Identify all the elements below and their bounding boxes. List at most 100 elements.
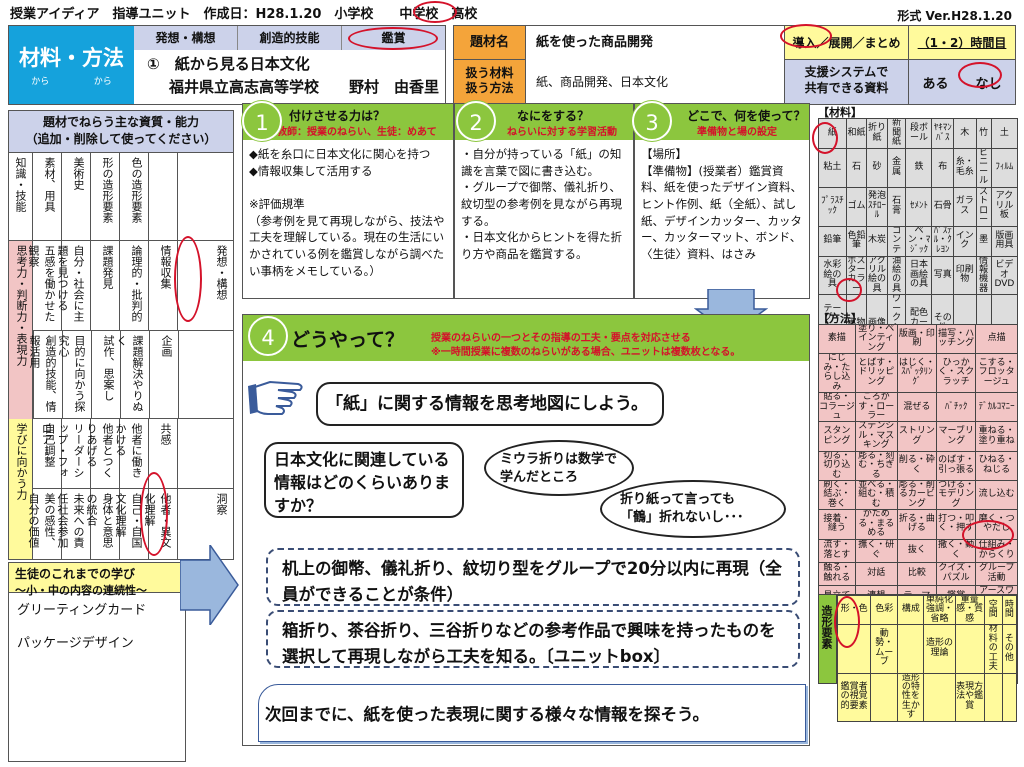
zoukei-cell[interactable]: 単純化強調・省略 <box>923 594 956 626</box>
material-cell[interactable]: 日本画絵の具 <box>905 255 933 296</box>
zoukei-cell[interactable]: 鑑賞者の視覚的要素 <box>836 672 872 722</box>
method-cell[interactable]: 流す・落とす <box>818 538 856 563</box>
material-cell[interactable]: 紙 <box>818 118 847 149</box>
method-cell[interactable]: クイズ・パズル <box>935 561 977 586</box>
tab-hassou[interactable]: 発想・構想 <box>134 26 238 50</box>
method-cell[interactable]: 触る・触れる <box>818 561 856 586</box>
method-cell[interactable]: はじく・ｽﾊﾟｯﾀﾘﾝｸﾞ <box>896 353 938 394</box>
method-cell[interactable]: ひねる・ねじる <box>975 450 1018 482</box>
method-cell[interactable]: マーブリング <box>935 421 977 452</box>
material-cell[interactable]: 糸・毛糸 <box>953 148 977 188</box>
material-cell[interactable]: 水彩絵の具 <box>818 255 847 296</box>
method-cell[interactable]: 打つ・叩く・押す <box>935 509 977 540</box>
material-cell[interactable]: 写真 <box>931 255 954 296</box>
material-cell[interactable]: ゴム <box>845 186 868 227</box>
material-cell[interactable]: 版画用具 <box>990 225 1019 257</box>
material-cell[interactable]: コンテ <box>886 225 907 257</box>
method-cell[interactable]: かためる・まるめる <box>854 509 898 540</box>
zoukei-cell[interactable] <box>923 672 956 722</box>
method-cell[interactable]: とばす・ドリッピング <box>854 353 898 394</box>
method-cell[interactable]: こする・フロッタージュ <box>975 353 1018 394</box>
method-cell[interactable]: 折る・曲げる <box>896 509 938 540</box>
zoukei-cell[interactable]: 重量感・質感 <box>954 594 985 626</box>
material-cell[interactable]: 土 <box>990 118 1019 149</box>
method-cell[interactable]: 彫る・削るカービング <box>896 479 938 511</box>
material-cell[interactable]: 石骨 <box>931 186 954 227</box>
method-cell[interactable]: グループ活動 <box>975 561 1018 586</box>
zoukei-cell[interactable]: 色彩 <box>870 594 899 626</box>
material-cell[interactable]: 金属 <box>886 148 907 188</box>
method-cell[interactable]: ﾊﾞﾁｯｸ <box>935 392 977 423</box>
method-cell[interactable]: ﾃﾞｶﾙｺﾏﾆｰ <box>975 392 1018 423</box>
material-cell[interactable]: 印刷物 <box>953 255 977 296</box>
material-cell[interactable]: ポスターカラー <box>845 255 868 296</box>
material-cell[interactable]: 布 <box>931 148 954 188</box>
material-cell[interactable]: ｾﾒﾝﾄ <box>905 186 933 227</box>
method-cell[interactable]: ひっかく・スクラッチ <box>935 353 977 394</box>
material-cell[interactable]: ﾊﾟｽﾃﾙ・ｸﾚﾖﾝ <box>931 225 954 257</box>
material-cell[interactable]: ストロー <box>975 186 992 227</box>
zoukei-cell[interactable] <box>897 624 925 674</box>
material-cell[interactable]: 油絵の具 <box>886 255 907 296</box>
method-cell[interactable]: 貼る・コラージュ <box>818 392 856 423</box>
method-cell[interactable]: 接着・縫う <box>818 509 856 540</box>
zoukei-cell[interactable]: 造形の特性を生かす <box>897 672 925 722</box>
material-cell[interactable]: 竹 <box>975 118 992 149</box>
material-cell[interactable]: ガラス <box>953 186 977 227</box>
method-cell[interactable]: 切る・切り込む <box>818 450 856 482</box>
zoukei-cell[interactable] <box>954 624 985 674</box>
tab-kanshou[interactable]: 鑑賞 <box>381 31 406 45</box>
material-cell[interactable]: ペン・ﾏｼﾞｯｸ <box>905 225 933 257</box>
material-cell[interactable]: ビデオDVD <box>990 255 1019 296</box>
material-cell[interactable]: アクリル絵の具 <box>866 255 888 296</box>
material-cell[interactable]: 粘土 <box>818 148 847 188</box>
material-cell[interactable]: 木 <box>953 118 977 149</box>
method-cell[interactable]: のばす・引っ張る <box>935 450 977 482</box>
zoukei-cell[interactable]: 動勢・ムーブ <box>870 624 899 674</box>
zoukei-cell[interactable]: 表現方法や鑑賞 <box>954 672 985 722</box>
method-cell[interactable]: 素描 <box>818 323 856 355</box>
material-cell[interactable]: 木炭 <box>866 225 888 257</box>
material-cell[interactable]: ビニール <box>975 148 992 188</box>
material-cell[interactable]: 新聞紙 <box>886 118 907 149</box>
zoukei-cell[interactable]: 空間 <box>983 594 1003 626</box>
tab-souzou[interactable]: 創造的技能 <box>238 26 342 50</box>
method-cell[interactable]: ステンシル・マスキング <box>854 421 898 452</box>
material-cell[interactable]: 石 <box>845 148 868 188</box>
zoukei-cell[interactable]: 構成 <box>897 594 925 626</box>
method-cell[interactable]: 抜く <box>896 538 938 563</box>
method-cell[interactable]: スタンピング <box>818 421 856 452</box>
material-cell[interactable]: 発泡ｽﾁﾛｰﾙ <box>866 186 888 227</box>
material-cell[interactable]: 墨 <box>975 225 992 257</box>
method-cell[interactable]: 彫る・刻む・ちぎる <box>854 450 898 482</box>
method-cell[interactable]: 混ぜる <box>896 392 938 423</box>
zoukei-cell[interactable]: 材料の工夫 <box>983 624 1003 674</box>
method-cell[interactable]: 対話 <box>854 561 898 586</box>
method-cell[interactable]: 比較 <box>896 561 938 586</box>
material-cell[interactable]: 情報機器 <box>975 255 992 296</box>
zoukei-cell[interactable] <box>983 672 1003 722</box>
method-cell[interactable]: ストリング <box>896 421 938 452</box>
method-cell[interactable]: 仕組み・からくり <box>975 538 1018 563</box>
zoukei-cell[interactable] <box>1001 672 1018 722</box>
method-cell[interactable]: 刷く・結ぶ・巻く <box>818 479 856 511</box>
method-cell[interactable]: 塗り・ペインティング <box>854 323 898 355</box>
material-cell[interactable]: ﾌﾟﾗｽﾁｯｸ <box>818 186 847 227</box>
method-cell[interactable]: 並べる・組む・積む <box>854 479 898 511</box>
material-cell[interactable]: アクリル板 <box>990 186 1019 227</box>
material-cell[interactable]: 鉛筆 <box>818 225 847 257</box>
material-cell[interactable]: 鉄 <box>905 148 933 188</box>
zoukei-cell[interactable]: その他 <box>1001 624 1018 674</box>
material-cell[interactable]: 砂 <box>866 148 888 188</box>
zoukei-cell[interactable]: 時間 <box>1001 594 1018 626</box>
material-cell[interactable]: 石膏 <box>886 186 907 227</box>
material-cell[interactable]: ﾌｨﾙﾑ <box>990 148 1019 188</box>
material-cell[interactable]: 段ボール <box>905 118 933 149</box>
method-cell[interactable]: にじみ・たらし込み <box>818 353 856 394</box>
method-cell[interactable]: 点描 <box>975 323 1018 355</box>
material-cell[interactable]: 折り紙 <box>866 118 888 149</box>
method-cell[interactable]: 流し込む <box>975 479 1018 511</box>
material-cell[interactable]: インク <box>953 225 977 257</box>
zoukei-cell[interactable] <box>836 624 872 674</box>
method-cell[interactable]: 撒く・動く <box>935 538 977 563</box>
